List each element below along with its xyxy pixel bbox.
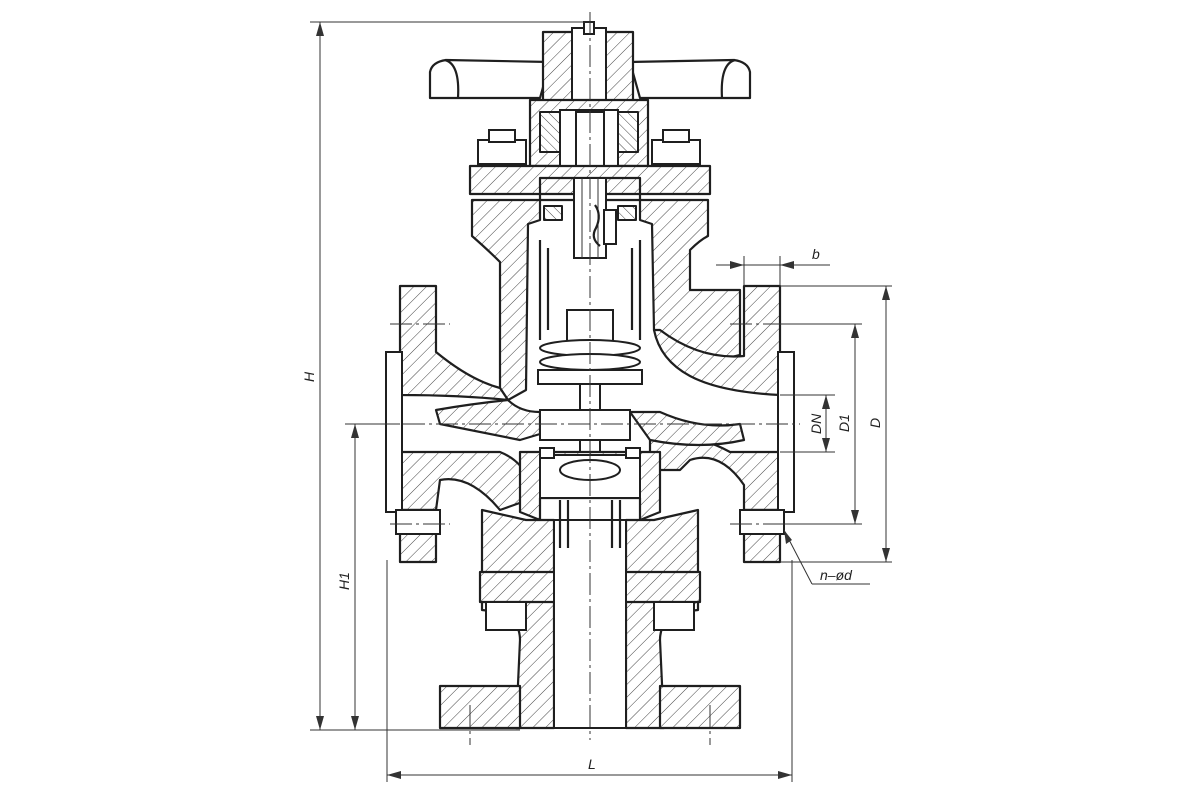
bonnet-body [470, 198, 742, 402]
dimension-l [386, 560, 793, 782]
dimension-d1 [780, 323, 862, 525]
dimension-h1 [345, 423, 400, 730]
label-h1: H1 [336, 572, 352, 590]
label-l: L [588, 756, 596, 772]
right-flange [648, 284, 795, 564]
label-holes: n–ød [820, 567, 853, 583]
label-d: D [867, 418, 883, 428]
leader-holes [783, 529, 870, 585]
dimension-b [716, 256, 830, 286]
label-h: H [301, 371, 317, 382]
label-dn: DN [808, 413, 824, 434]
lower-body [438, 500, 742, 730]
label-b: b [812, 246, 820, 262]
label-d1: D1 [836, 414, 852, 432]
dimension-d [780, 285, 892, 563]
dimension-dn [780, 394, 835, 453]
center-lines [370, 12, 800, 745]
left-flange [385, 284, 530, 564]
dimension-h [310, 21, 590, 731]
